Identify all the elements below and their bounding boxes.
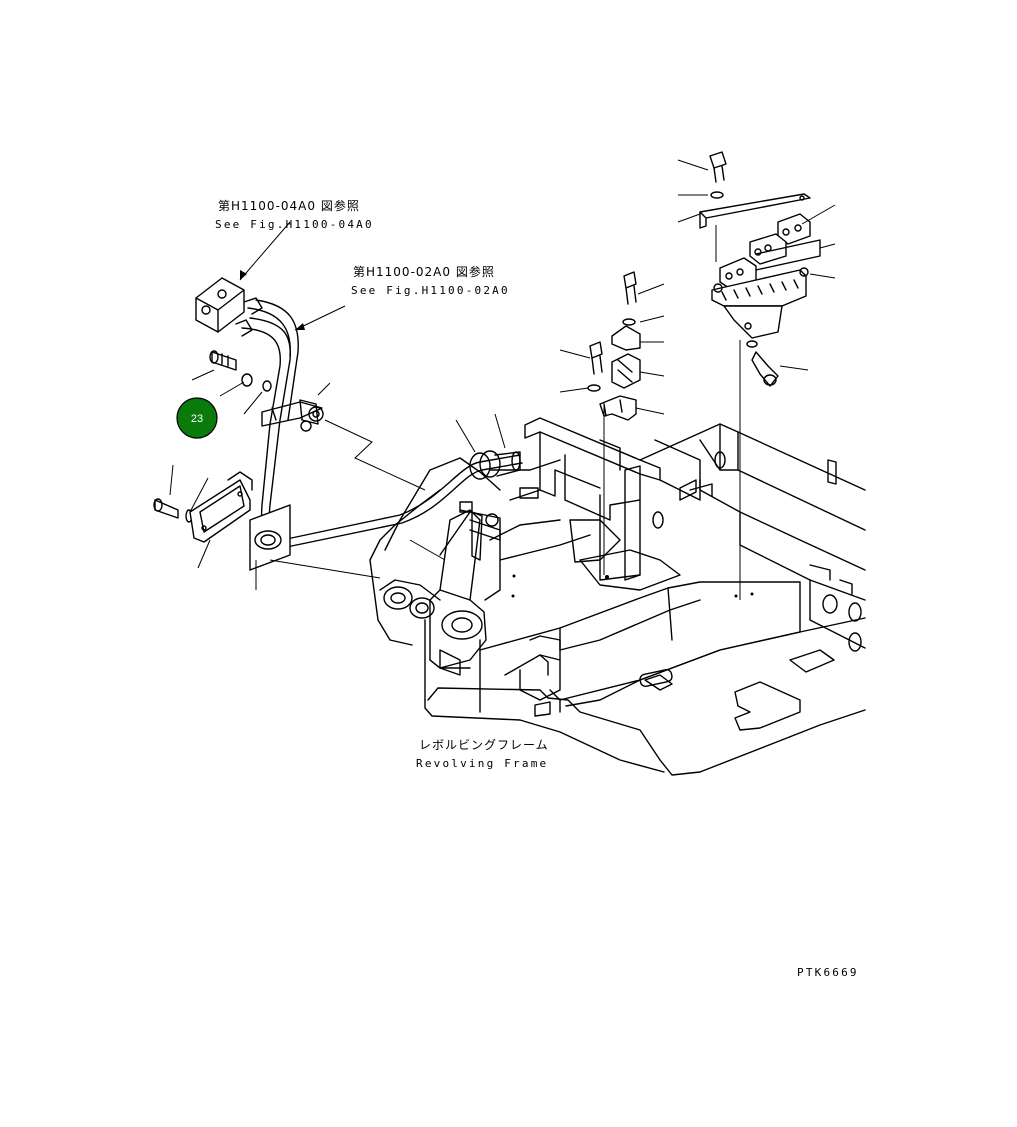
callout-23[interactable]: 23	[176, 397, 218, 439]
reference-2-ja: 第H1100-02A0 図参照	[353, 264, 495, 279]
frame-label-ja: レボルビングフレーム	[419, 738, 549, 752]
frame-label-en: Revolving Frame	[416, 757, 548, 770]
reference-1-ja: 第H1100-04A0 図参照	[218, 198, 360, 213]
drawing-code: PTK6669	[797, 966, 859, 979]
hose-assembly	[153, 221, 523, 590]
callout-23-number: 23	[191, 413, 203, 425]
clamp-bracket-parts	[559, 151, 836, 600]
callout-23-circle[interactable]	[176, 397, 218, 439]
reference-2-en: See Fig.H1100-02A0	[351, 284, 510, 297]
revolving-frame-drawing	[369, 417, 866, 776]
reference-1-en: See Fig.H1100-04A0	[215, 218, 374, 231]
